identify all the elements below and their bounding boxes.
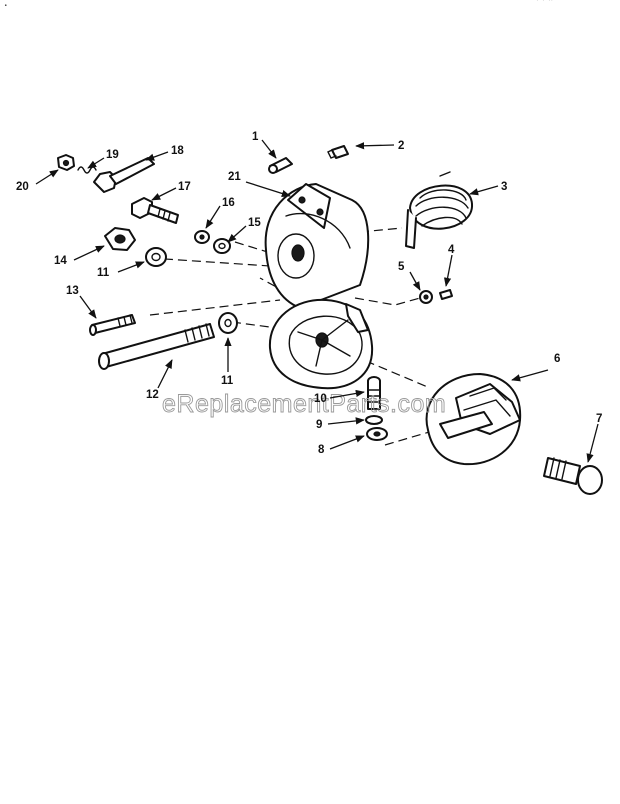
callout-9: 9 [316,419,322,431]
part-20-nut [57,154,75,171]
cropped-top-text: . ' ' '' [4,0,553,10]
part-11-washer-lower [218,312,238,334]
drum-pulley [268,298,374,390]
callout-8: 8 [318,444,325,456]
part-1-pin [268,157,293,174]
callout-11-upper: 11 [97,267,110,279]
part-3-spring [405,171,474,249]
callout-14: 14 [54,255,67,267]
part-17-stud [131,197,179,224]
callout-1: 1 [252,131,259,143]
part-18-lever [93,157,155,193]
part-21-housing [264,183,370,309]
callout-7: 7 [596,413,602,425]
part-14-hex-nut [104,227,136,251]
callout-17: 17 [178,181,191,193]
part-16-washer [194,230,210,244]
callout-2: 2 [398,140,404,152]
part-12-long-bolt [98,323,215,370]
svg-text:' ' '': ' ' '' [536,0,553,10]
callout-19: 19 [106,149,119,161]
callout-11-lower: 11 [221,375,234,387]
part-11-washer-upper [145,247,167,267]
callout-12: 12 [146,389,159,401]
callout-4: 4 [448,244,455,256]
part-8-washer [366,427,388,441]
part-9-lockwasher [365,415,383,425]
svg-text:.: . [4,0,8,10]
part-13-bolt [89,314,136,336]
part-6-bracket [425,373,522,466]
part-7-bolt [543,457,603,495]
callout-21: 21 [228,171,241,183]
callout-5: 5 [398,261,405,273]
part-10-bolt [367,376,381,410]
callout-3: 3 [501,181,507,193]
callout-10: 10 [314,393,327,405]
part-2-screw [327,145,349,159]
callout-18: 18 [171,145,184,157]
part-4-screw [439,289,453,300]
callouts: 1 2 3 4 5 6 7 8 9 10 11 11 12 13 14 15 1 [16,131,602,463]
watermark: eReplacementParts.com [162,390,446,418]
part-5-washer [419,290,433,304]
callout-6: 6 [554,353,560,365]
callout-20: 20 [16,181,29,193]
callout-16: 16 [222,197,235,209]
callout-15: 15 [248,217,261,229]
callout-13: 13 [66,285,79,297]
part-15-washer [213,238,231,254]
part-19-spring [77,166,97,174]
